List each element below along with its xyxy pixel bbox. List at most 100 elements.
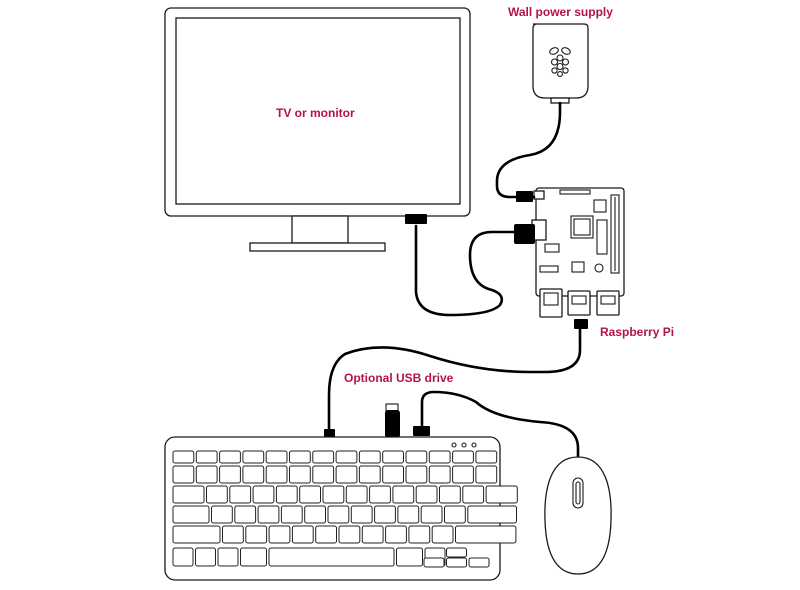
keyboard-key <box>265 450 288 464</box>
keyboard <box>164 436 518 581</box>
keyboard-key <box>172 465 195 484</box>
keyboard-key <box>431 525 454 544</box>
pi-processor-inner <box>573 218 591 236</box>
keyboard-key <box>408 525 431 544</box>
keyboard-key <box>291 525 314 544</box>
monitor-base <box>249 242 386 252</box>
cables <box>324 101 588 458</box>
keyboard-key <box>455 525 517 544</box>
pi-processor <box>570 215 594 239</box>
keyboard-key <box>335 465 358 484</box>
keyboard-key <box>268 547 395 567</box>
keyboard-key <box>222 525 244 544</box>
hdmi-cable-plug <box>514 224 535 244</box>
power-supply <box>532 23 589 104</box>
keyboard-key <box>229 485 252 504</box>
keyboard-key <box>423 557 445 568</box>
keyboard-key <box>245 525 268 544</box>
keyboard-key <box>265 465 288 484</box>
pi-usb-port-2 <box>596 290 620 316</box>
pi-ram <box>596 219 608 255</box>
keyboard-key <box>304 505 327 524</box>
keyboard-key <box>462 485 485 504</box>
keyboard-key <box>252 485 275 504</box>
keyboard-key <box>219 465 241 484</box>
monitor-hdmi-port <box>405 214 427 224</box>
keyboard-key <box>280 505 303 524</box>
raspberry-pi-label: Raspberry Pi <box>600 325 675 339</box>
mouse-scroll-wheel <box>572 477 584 509</box>
keyboard-key <box>242 450 265 464</box>
keyboard-key <box>358 450 381 464</box>
keyboard-key <box>172 525 221 544</box>
keyboard-key <box>405 450 428 464</box>
usb-drive-label: Optional USB drive <box>344 371 454 385</box>
keyboard-key <box>374 505 396 524</box>
pi-audio-jack <box>594 263 604 273</box>
keyboard-key <box>415 485 438 504</box>
keyboard-key <box>405 465 428 484</box>
monitor-neck <box>291 215 349 244</box>
keyboard-key <box>206 485 228 504</box>
keyboard-key <box>172 547 194 567</box>
mouse-cable-plug <box>413 426 430 436</box>
pi-connector-top <box>559 189 591 195</box>
keyboard-key <box>361 525 384 544</box>
keyboard-key <box>299 485 322 504</box>
keyboard-key <box>385 525 407 544</box>
monitor-screen <box>175 17 461 205</box>
keyboard-key <box>428 465 451 484</box>
keyboard-key <box>392 485 415 504</box>
keyboard-key <box>268 525 291 544</box>
mouse-body <box>544 456 612 575</box>
keyboard-key <box>468 557 490 568</box>
keyboard-key <box>475 450 498 464</box>
pi-chip-small <box>593 199 607 213</box>
keyboard-key <box>345 485 368 504</box>
pi-usb-port-1 <box>567 290 591 316</box>
keyboard-key <box>446 557 467 568</box>
pi-chip-lower <box>571 261 585 273</box>
keyboard-cable-plug-pi <box>574 319 588 329</box>
keyboard-key <box>315 525 338 544</box>
keyboard-key <box>446 547 467 558</box>
keyboard-indicator-lights <box>451 442 477 448</box>
pi-ethernet-port <box>539 288 563 318</box>
monitor-label: TV or monitor <box>276 106 355 120</box>
keyboard-key <box>234 505 257 524</box>
keyboard-key <box>428 450 451 464</box>
keyboard-key <box>289 465 311 484</box>
keyboard-key <box>452 450 474 464</box>
keyboard-key <box>444 505 466 524</box>
keyboard-key <box>217 547 239 567</box>
keyboard-key <box>219 450 241 464</box>
keyboard-cable <box>327 324 582 436</box>
keyboard-cable-plug-kb <box>324 429 335 438</box>
keyboard-key <box>312 465 335 484</box>
keyboard-keys <box>172 450 518 568</box>
keyboard-key <box>452 465 474 484</box>
keyboard-key <box>439 485 461 504</box>
keyboard-key <box>350 505 373 524</box>
keyboard-key <box>475 465 498 484</box>
keyboard-key <box>485 485 518 504</box>
keyboard-key <box>382 450 405 464</box>
usb-drive <box>385 403 400 438</box>
raspberry-pi-board <box>531 187 625 318</box>
power-supply-label: Wall power supply <box>508 5 613 19</box>
keyboard-key <box>211 505 233 524</box>
mouse <box>544 456 612 575</box>
power-cable-plug <box>516 191 533 202</box>
pi-display-connector <box>539 265 559 273</box>
keyboard-key <box>195 465 218 484</box>
power-cable <box>495 101 562 199</box>
keyboard-key <box>289 450 311 464</box>
keyboard-key <box>397 505 420 524</box>
keyboard-key <box>257 505 280 524</box>
pi-ribbon-connector <box>544 243 560 253</box>
pi-gpio-header <box>610 194 620 274</box>
keyboard-key <box>240 547 267 567</box>
keyboard-key <box>382 465 405 484</box>
